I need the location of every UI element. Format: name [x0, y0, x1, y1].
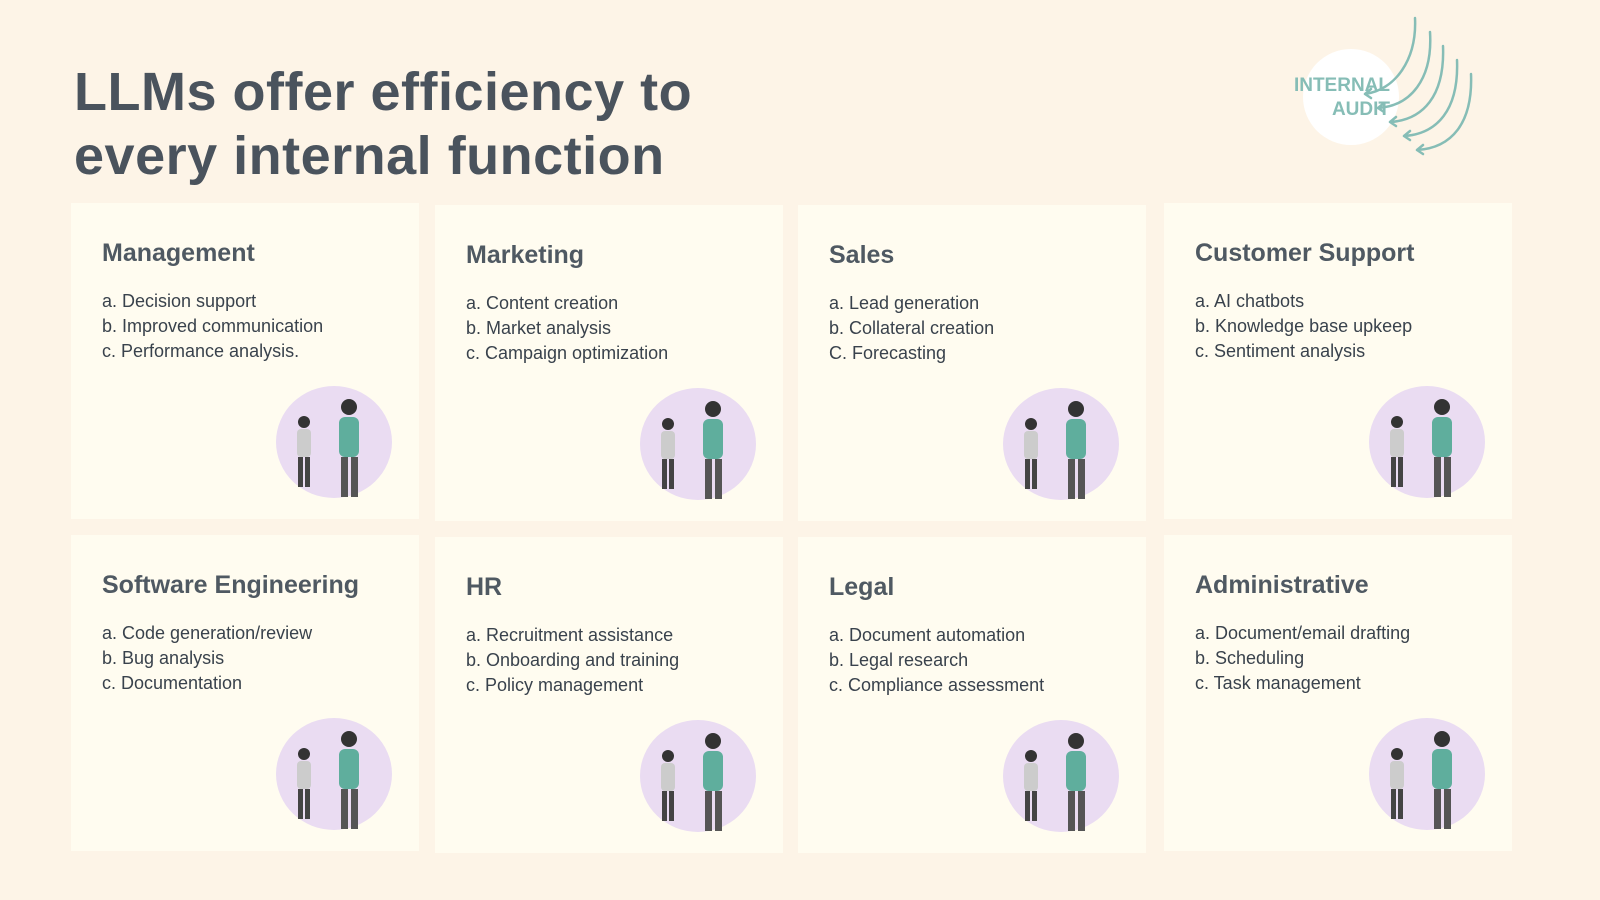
list-item: c. Campaign optimization — [466, 343, 669, 363]
list-item: b. Market analysis — [466, 318, 612, 338]
card-hr: HR a. Recruitment assistance b. Onboarding… — [435, 537, 783, 853]
card-title: Software Engineering — [102, 571, 359, 599]
list-item: b. Scheduling — [1195, 648, 1305, 668]
list-item: a. Document/email drafting — [1195, 623, 1411, 643]
illustration-icon — [640, 388, 756, 500]
list-item: a. Document automation — [829, 625, 1026, 645]
card-title: HR — [466, 573, 503, 601]
list-item: a. Lead generation — [829, 293, 980, 313]
page-title: LLMs offer efficiency to every internal … — [74, 60, 692, 188]
list-item: b. Knowledge base upkeep — [1195, 316, 1413, 336]
list-item: a. Decision support — [102, 291, 257, 311]
list-item: b. Legal research — [829, 650, 969, 670]
badge-line-2: AUDIT — [1331, 99, 1390, 120]
list-item: c. Task management — [1195, 673, 1361, 693]
card-title: Management — [102, 239, 255, 267]
card-administrative: Administrative a. Document/email drafting… — [1164, 535, 1512, 851]
card-list: a. AI chatbots b. Knowledge base upkeep c.… — [1195, 289, 1412, 364]
illustration-icon — [276, 718, 392, 830]
badge-circle — [1303, 49, 1399, 145]
card-title: Sales — [829, 241, 895, 269]
illustration-icon — [1003, 720, 1119, 832]
list-item: a. AI chatbots — [1195, 291, 1305, 311]
list-item: c. Compliance assessment — [829, 675, 1045, 695]
card-list: a. Recruitment assistance b. Onboarding a… — [466, 623, 679, 698]
list-item: b. Collateral creation — [829, 318, 995, 338]
badge-line-1: INTERNAL — [1293, 75, 1390, 96]
card-software-engineering: Software Engineering a. Code generation/r… — [71, 535, 419, 851]
illustration-icon — [640, 720, 756, 832]
card-list: a. Decision support b. Improved communica… — [102, 289, 323, 364]
list-item: b. Bug analysis — [102, 648, 225, 668]
card-management: Management a. Decision support b. Improved… — [71, 203, 419, 519]
list-item: a. Recruitment assistance — [466, 625, 674, 645]
list-item: b. Improved communication — [102, 316, 324, 336]
card-list: a. Lead generation b. Collateral creation… — [829, 291, 994, 366]
list-item: c. Documentation — [102, 673, 243, 693]
internal-audit-badge: INTERNAL AUDIT — [1245, 10, 1525, 160]
list-item: c. Sentiment analysis — [1195, 341, 1366, 361]
incoming-arrows-icon — [1363, 16, 1473, 156]
card-title: Administrative — [1195, 571, 1369, 599]
card-list: a. Content creation b. Market analysis c. … — [466, 291, 668, 366]
card-title: Legal — [829, 573, 895, 601]
card-list: a. Document automation b. Legal research c… — [829, 623, 1044, 698]
list-item: b. Onboarding and training — [466, 650, 680, 670]
illustration-icon — [276, 386, 392, 498]
list-item: a. Content creation — [466, 293, 619, 313]
card-title: Marketing — [466, 241, 585, 269]
badge-text: INTERNAL AUDIT — [1275, 74, 1390, 122]
illustration-icon — [1369, 386, 1485, 498]
card-title: Customer Support — [1195, 239, 1415, 267]
list-item: c. Policy management — [466, 675, 644, 695]
list-item: a. Code generation/review — [102, 623, 313, 643]
card-list: a. Document/email drafting b. Scheduling c… — [1195, 621, 1410, 696]
illustration-icon — [1369, 718, 1485, 830]
card-marketing: Marketing a. Content creation b. Market an… — [435, 205, 783, 521]
card-customer-support: Customer Support a. AI chatbots b. Knowled… — [1164, 203, 1512, 519]
card-list: a. Code generation/review b. Bug analysis… — [102, 621, 312, 696]
title-line-2: every internal function — [74, 126, 665, 186]
card-sales: Sales a. Lead generation b. Collateral cre… — [798, 205, 1146, 521]
list-item: C. Forecasting — [829, 343, 947, 363]
title-line-1: LLMs offer efficiency to — [74, 62, 693, 122]
illustration-icon — [1003, 388, 1119, 500]
card-legal: Legal a. Document automation b. Legal rese… — [798, 537, 1146, 853]
list-item: c. Performance analysis. — [102, 341, 300, 361]
